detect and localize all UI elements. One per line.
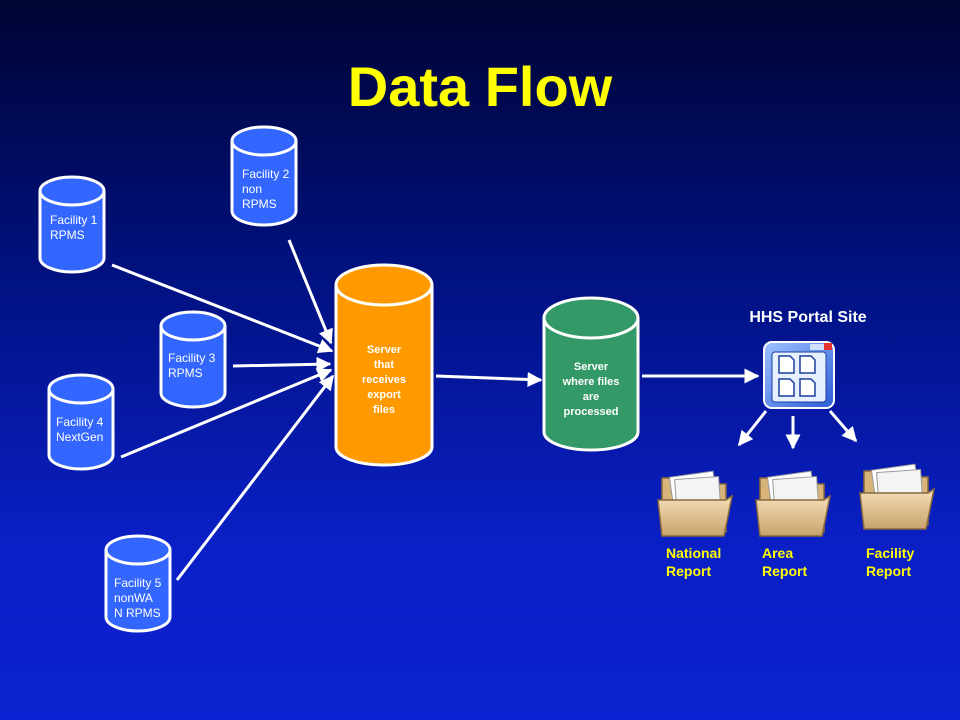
outflow-arrows (737, 410, 858, 450)
arrow-facility-1 (111, 263, 334, 354)
process-server-cylinder (542, 296, 640, 452)
facility-4-label: Facility 4 NextGen (56, 415, 104, 444)
arrow-portal-facility (828, 410, 858, 443)
portal-window-icon (763, 341, 835, 409)
facility-2-label: Facility 2 non RPMS (242, 167, 290, 211)
inflow-arrows (111, 239, 760, 581)
arrow-facility-4 (120, 368, 333, 459)
arrow-facility-3 (232, 356, 332, 372)
facility-report-label: Facility Report (866, 545, 915, 579)
facility-3-label: Facility 3 RPMS (168, 351, 216, 380)
facility-1-cylinder (38, 175, 106, 274)
facility-report-folder-icon (859, 463, 936, 530)
national-report-folder-icon (657, 470, 734, 537)
slide-title: Data Flow (347, 55, 613, 118)
national-report-label: National Report (666, 545, 722, 579)
portal-title: HHS Portal Site (749, 309, 867, 326)
process-server-label: Server where files are processed (562, 361, 620, 418)
facility-2-cylinder (230, 125, 298, 227)
facility-5-label: Facility 5 nonWA N RPMS (114, 576, 162, 620)
area-report-folder-icon (755, 470, 832, 537)
arrow-facility-5 (175, 374, 335, 581)
facility-4-cylinder (47, 373, 115, 471)
receive-server-cylinder (334, 263, 434, 467)
facility-5-cylinder (104, 534, 172, 633)
facility-1-label: Facility 1 RPMS (50, 213, 98, 242)
facility-3-cylinder (159, 310, 227, 409)
arrow-facility-2 (287, 239, 333, 345)
area-report-label: Area Report (762, 545, 808, 579)
receive-server-label: Server that receives export files (361, 344, 407, 416)
arrow-receive-to-process (435, 371, 543, 387)
arrow-portal-national (737, 410, 768, 447)
